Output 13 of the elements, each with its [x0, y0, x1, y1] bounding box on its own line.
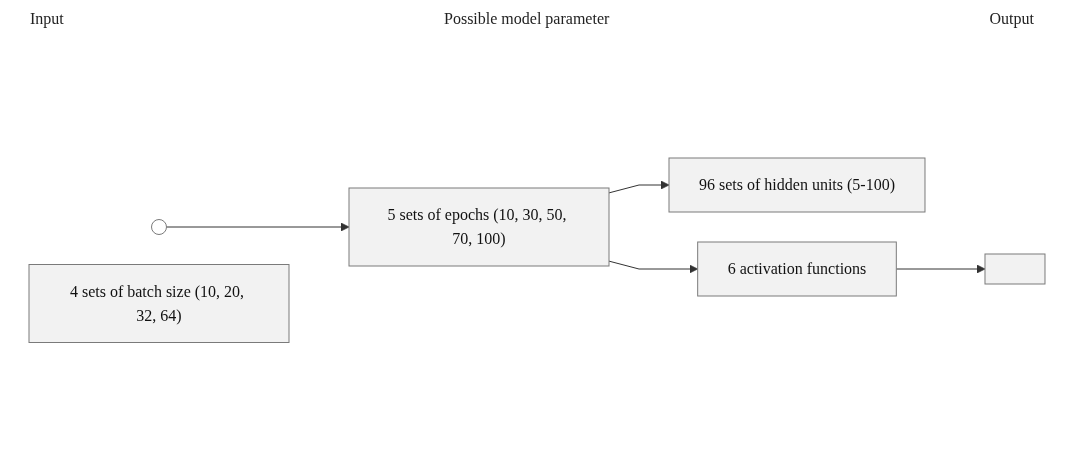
arrow	[895, 264, 986, 274]
arrow	[608, 260, 699, 274]
node-box	[984, 253, 1046, 285]
column-heading: Possible model parameter	[444, 10, 610, 30]
arrow	[166, 222, 350, 232]
node-box: 96 sets of hidden units (5-100)	[668, 157, 926, 213]
node-box: 6 activation functions	[697, 241, 897, 297]
node-box: 5 sets of epochs (10, 30, 50, 70, 100)	[348, 187, 610, 267]
node-circle	[151, 218, 167, 235]
node-box: 4 sets of batch size (10, 20, 32, 64)	[28, 263, 290, 343]
column-heading: Output	[989, 10, 1034, 30]
column-heading: Input	[30, 10, 64, 30]
arrow	[608, 180, 670, 194]
